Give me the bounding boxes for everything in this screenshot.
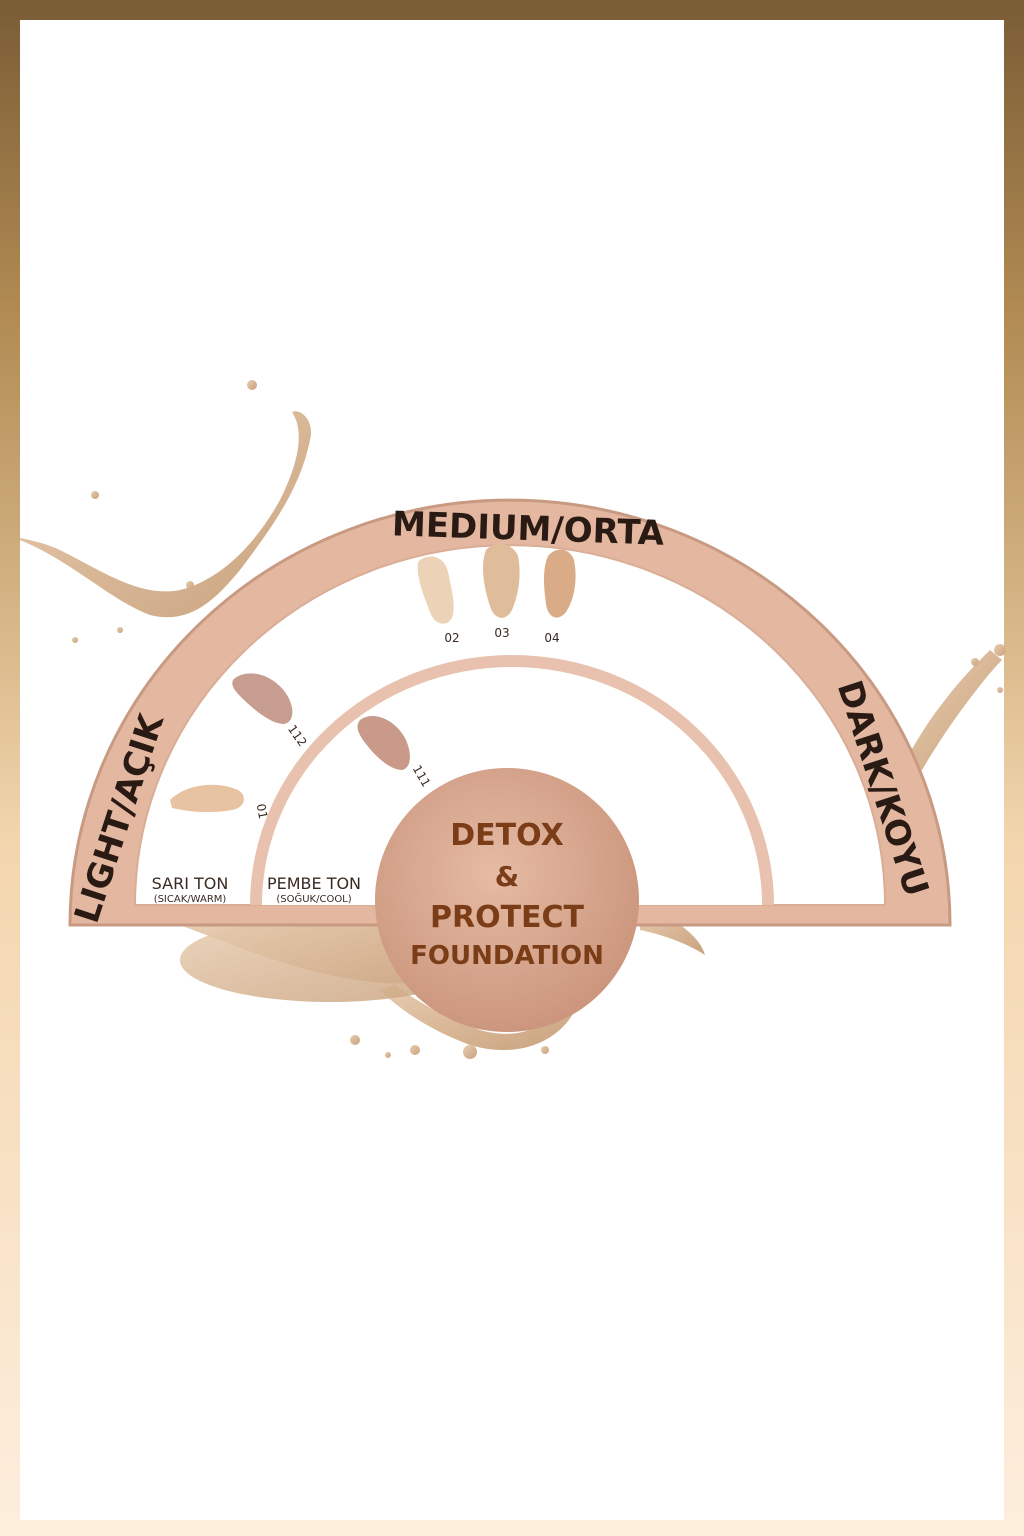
swatch-smear — [417, 556, 454, 624]
shade-swatch-04: 04 — [544, 549, 576, 645]
medium-range-label: MEDIUM/ORTA — [391, 504, 665, 553]
shade-swatch-02: 02 — [417, 556, 460, 645]
cool-tone-label: PEMBE TON (SOĞUK/COOL) — [267, 874, 361, 905]
shade-code-label: 04 — [544, 631, 559, 645]
cool-tone-name: PEMBE TON — [267, 874, 361, 893]
swatch-smear — [170, 784, 244, 813]
shade-swatch-01: 01 — [170, 784, 270, 820]
badge-line-foundation: FOUNDATION — [410, 941, 604, 971]
warm-tone-name: SARI TON — [152, 874, 229, 893]
shade-swatch-03: 03 — [483, 543, 520, 640]
shade-code-label: 03 — [494, 626, 509, 640]
warm-tone-label: SARI TON (SICAK/WARM) — [152, 874, 229, 905]
swatch-smear — [483, 543, 520, 618]
cool-tone-note: (SOĞUK/COOL) — [276, 892, 351, 905]
badge-line-detox: DETOX — [450, 818, 563, 853]
badge-line-protect: PROTECT — [430, 900, 585, 935]
swatch-smear — [544, 549, 576, 618]
product-name-badge: DETOX & PROTECT FOUNDATION — [375, 768, 639, 1032]
center-disc — [375, 768, 639, 1032]
warm-tone-note: (SICAK/WARM) — [154, 894, 227, 905]
badge-line-ampersand: & — [495, 860, 519, 893]
shade-code-label: 02 — [444, 631, 459, 645]
swatch-smear — [357, 716, 410, 770]
shade-code-label: 01 — [254, 803, 270, 820]
swatch-smear — [232, 673, 293, 724]
